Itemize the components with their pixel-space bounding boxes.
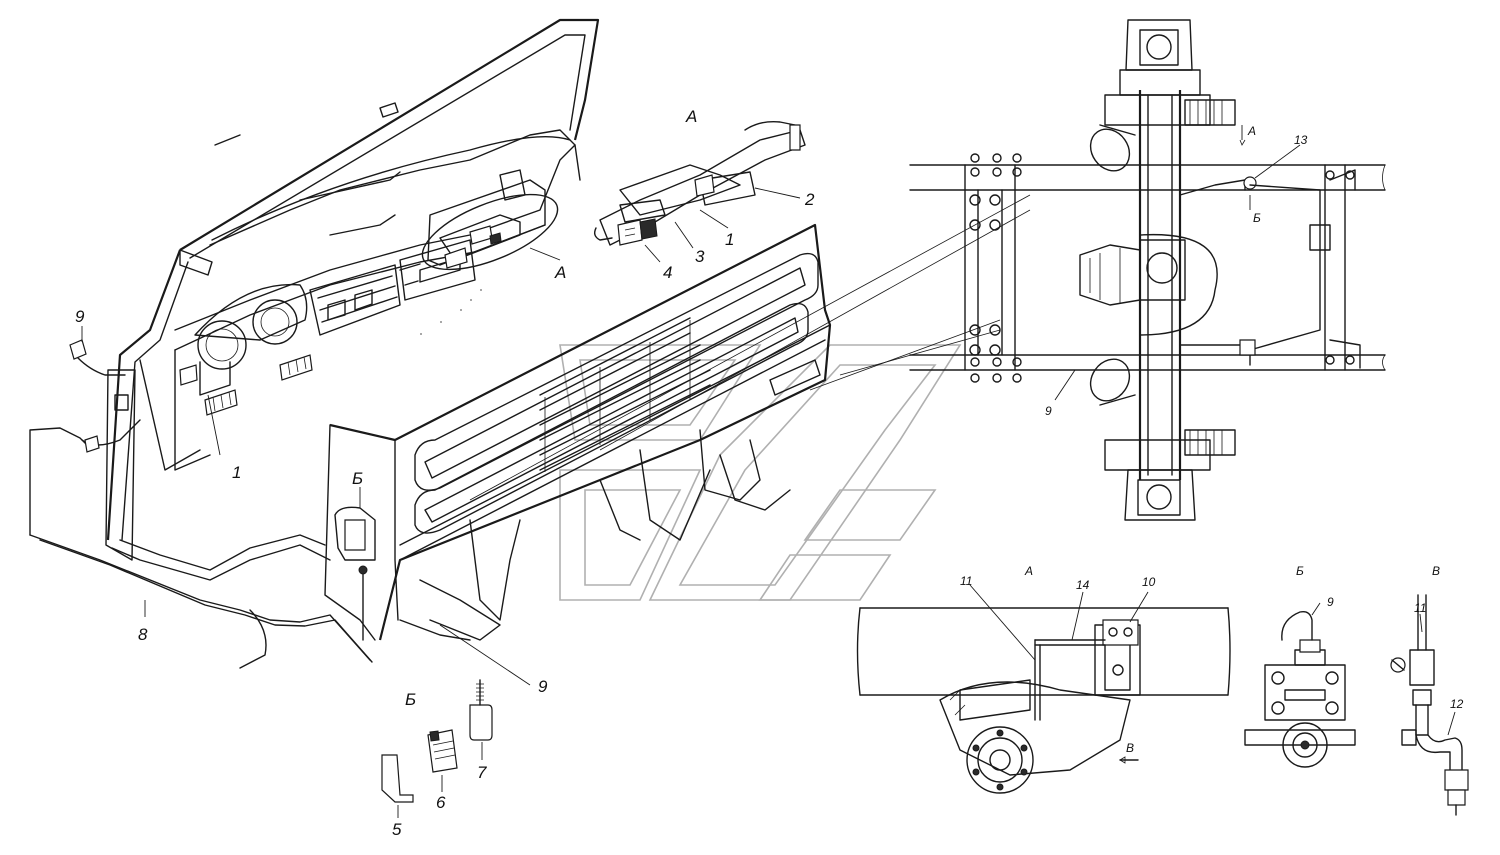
label-detA-V: В bbox=[1126, 741, 1134, 755]
label-chassis-9: 9 bbox=[1045, 404, 1052, 418]
callout-labels: 1 8 9 Б А А 2 1 3 4 Б 5 6 7 9 А Б 13 9 А… bbox=[75, 107, 1464, 839]
cab-interior-view bbox=[29, 18, 600, 669]
detail-B-valve bbox=[1244, 602, 1356, 768]
label-detA-title: А bbox=[1024, 564, 1033, 578]
chassis-top-view bbox=[909, 19, 1386, 521]
label-cab-B: Б bbox=[352, 469, 363, 488]
label-part-B: Б bbox=[405, 690, 416, 709]
view-A-switch-bracket bbox=[593, 120, 806, 263]
label-detA-10: 10 bbox=[1142, 575, 1156, 589]
label-part-5: 5 bbox=[392, 820, 402, 839]
label-part-9: 9 bbox=[538, 677, 548, 696]
label-viewA-2: 2 bbox=[804, 190, 815, 209]
label-detB-title: Б bbox=[1296, 564, 1304, 578]
label-cab-A: А bbox=[554, 263, 566, 282]
detail-V-sensor bbox=[1390, 594, 1469, 816]
detail-A-frame-section bbox=[856, 584, 1231, 794]
label-viewA-title: А bbox=[685, 107, 697, 126]
label-viewA-4: 4 bbox=[663, 263, 672, 282]
cab-rear-panel bbox=[324, 194, 1031, 686]
label-detB-9: 9 bbox=[1327, 595, 1334, 609]
label-detV-12: 12 bbox=[1450, 697, 1464, 711]
label-viewA-1: 1 bbox=[725, 230, 734, 249]
label-cab-9: 9 bbox=[75, 307, 85, 326]
label-viewA-3: 3 bbox=[695, 247, 705, 266]
label-chassis-A: А bbox=[1247, 124, 1256, 138]
label-cab-8: 8 bbox=[138, 625, 148, 644]
frame-bolts bbox=[969, 153, 1355, 383]
parts-B-group bbox=[381, 679, 493, 818]
label-chassis-13: 13 bbox=[1294, 133, 1308, 147]
label-detA-11: 11 bbox=[960, 574, 972, 588]
label-part-7: 7 bbox=[477, 763, 487, 782]
label-cab-1: 1 bbox=[232, 463, 241, 482]
label-detV-title: В bbox=[1432, 564, 1440, 578]
label-part-6: 6 bbox=[436, 793, 446, 812]
label-chassis-B: Б bbox=[1253, 211, 1261, 225]
label-detV-11: 11 bbox=[1414, 601, 1426, 615]
label-detA-14: 14 bbox=[1076, 578, 1090, 592]
